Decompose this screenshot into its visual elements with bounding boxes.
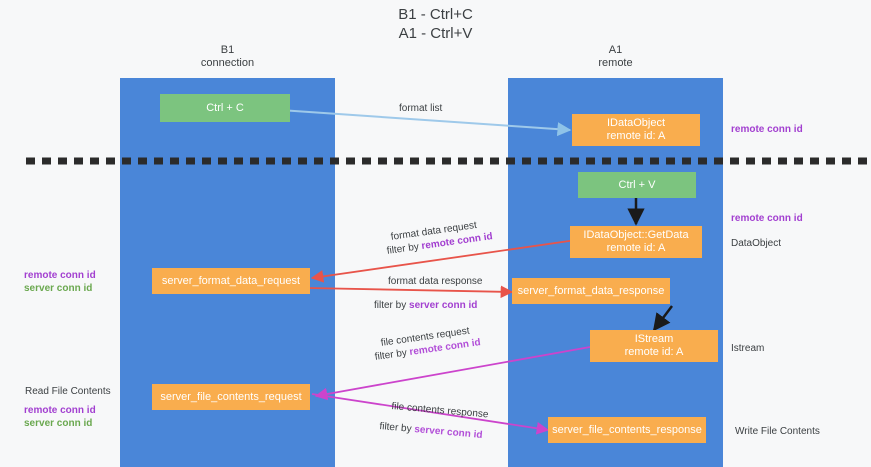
edge-label-format-data-response-filter: filter by server conn id <box>374 299 477 312</box>
filter-prefix-4: filter by <box>378 420 415 436</box>
node-istream-line1: IStream <box>634 333 674 345</box>
edge-label-file-contents-response-filter: filter by server conn id <box>379 420 483 442</box>
node-istream-line2: remote id: A <box>624 346 684 358</box>
node-ctrl-c-label: Ctrl + C <box>206 101 244 114</box>
lane-header-left-name: B1 <box>220 44 235 56</box>
annotation-left-server-conn-id-bottom: server conn id <box>24 418 93 429</box>
node-idataobject[interactable]: IDataObject remote id: A <box>572 114 700 146</box>
annotation-left-remote-conn-id-mid: remote conn id <box>24 270 96 281</box>
annotation-left-remote-conn-id-bottom: remote conn id <box>24 405 96 416</box>
lane-header-right-role: remote <box>598 57 633 69</box>
node-idataobject-line1: IDataObject <box>606 117 666 129</box>
lane-header-left: B1 connection <box>120 44 335 70</box>
arrow-format-data-response <box>307 285 514 299</box>
node-getdata-line1: IDataObject::GetData <box>583 229 689 241</box>
node-server-file-contents-request-label: server_file_contents_request <box>160 390 302 403</box>
annotation-left-server-conn-id-mid: server conn id <box>24 283 93 294</box>
edge-label-format-data-response: format data response <box>388 276 483 287</box>
node-server-format-data-request-label: server_format_data_request <box>161 274 301 287</box>
filter-key-server-conn-id-1: server conn id <box>409 300 478 311</box>
annotation-right-remote-conn-id-mid: remote conn id <box>731 213 803 224</box>
node-server-file-contents-response[interactable]: server_file_contents_response <box>548 417 706 443</box>
title-line-2: A1 - Ctrl+V <box>398 25 473 42</box>
title-line-1: B1 - Ctrl+C <box>398 6 473 23</box>
node-istream[interactable]: IStream remote id: A <box>590 330 718 362</box>
annotation-left-read-file-contents: Read File Contents <box>25 386 111 397</box>
edge-label-format-list: format list <box>399 103 443 114</box>
node-idataobject-line2: remote id: A <box>606 130 666 142</box>
node-server-file-contents-request[interactable]: server_file_contents_request <box>152 384 310 410</box>
lane-header-left-role: connection <box>200 57 255 69</box>
page-title: B1 - Ctrl+C A1 - Ctrl+V <box>0 5 871 43</box>
annotation-right-istream: Istream <box>731 343 765 354</box>
edge-label-file-contents-response: file contents response <box>390 400 489 421</box>
annotation-right-remote-conn-id-top: remote conn id <box>731 124 803 135</box>
node-server-format-data-request[interactable]: server_format_data_request <box>152 268 310 294</box>
node-ctrl-v-label: Ctrl + V <box>618 178 656 191</box>
lane-header-right: A1 remote <box>508 44 723 70</box>
filter-prefix-2: filter by <box>374 300 410 311</box>
filter-prefix-1: filter by <box>386 241 423 257</box>
annotation-right-write-file-contents: Write File Contents <box>735 426 820 437</box>
node-getdata-line2: remote id: A <box>606 242 666 254</box>
node-ctrl-v[interactable]: Ctrl + V <box>578 172 696 198</box>
node-ctrl-c[interactable]: Ctrl + C <box>160 94 290 122</box>
annotation-right-dataobject: DataObject <box>731 238 782 249</box>
filter-key-server-conn-id-2: server conn id <box>413 424 483 441</box>
lane-header-right-name: A1 <box>608 44 623 56</box>
node-idataobject-getdata[interactable]: IDataObject::GetData remote id: A <box>570 226 702 258</box>
node-server-format-data-response[interactable]: server_format_data_response <box>512 278 670 304</box>
node-server-format-data-response-label: server_format_data_response <box>517 284 665 297</box>
filter-prefix-3: filter by <box>374 347 411 363</box>
node-server-file-contents-response-label: server_file_contents_response <box>552 423 702 436</box>
